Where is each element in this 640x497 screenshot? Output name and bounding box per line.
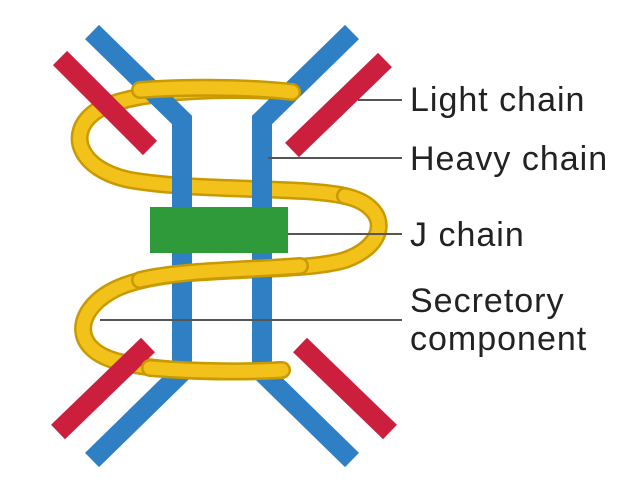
leader-lines: [100, 99, 402, 321]
light-chain-bottom-right: [293, 337, 397, 440]
label-light-chain: Light chain: [410, 81, 585, 119]
secretory-component-front: [131, 78, 309, 381]
light-chain-top-left: [52, 50, 158, 156]
light-chain-bottom-left: [51, 337, 155, 440]
light-chain-top-right: [285, 52, 392, 158]
light-chains: [51, 50, 397, 440]
j-chain: [150, 207, 288, 253]
label-j-chain: J chain: [410, 216, 525, 254]
label-secretory-line1: Secretory: [410, 282, 565, 320]
label-heavy-chain: Heavy chain: [410, 140, 608, 178]
label-secretory-line2: component: [410, 320, 587, 358]
